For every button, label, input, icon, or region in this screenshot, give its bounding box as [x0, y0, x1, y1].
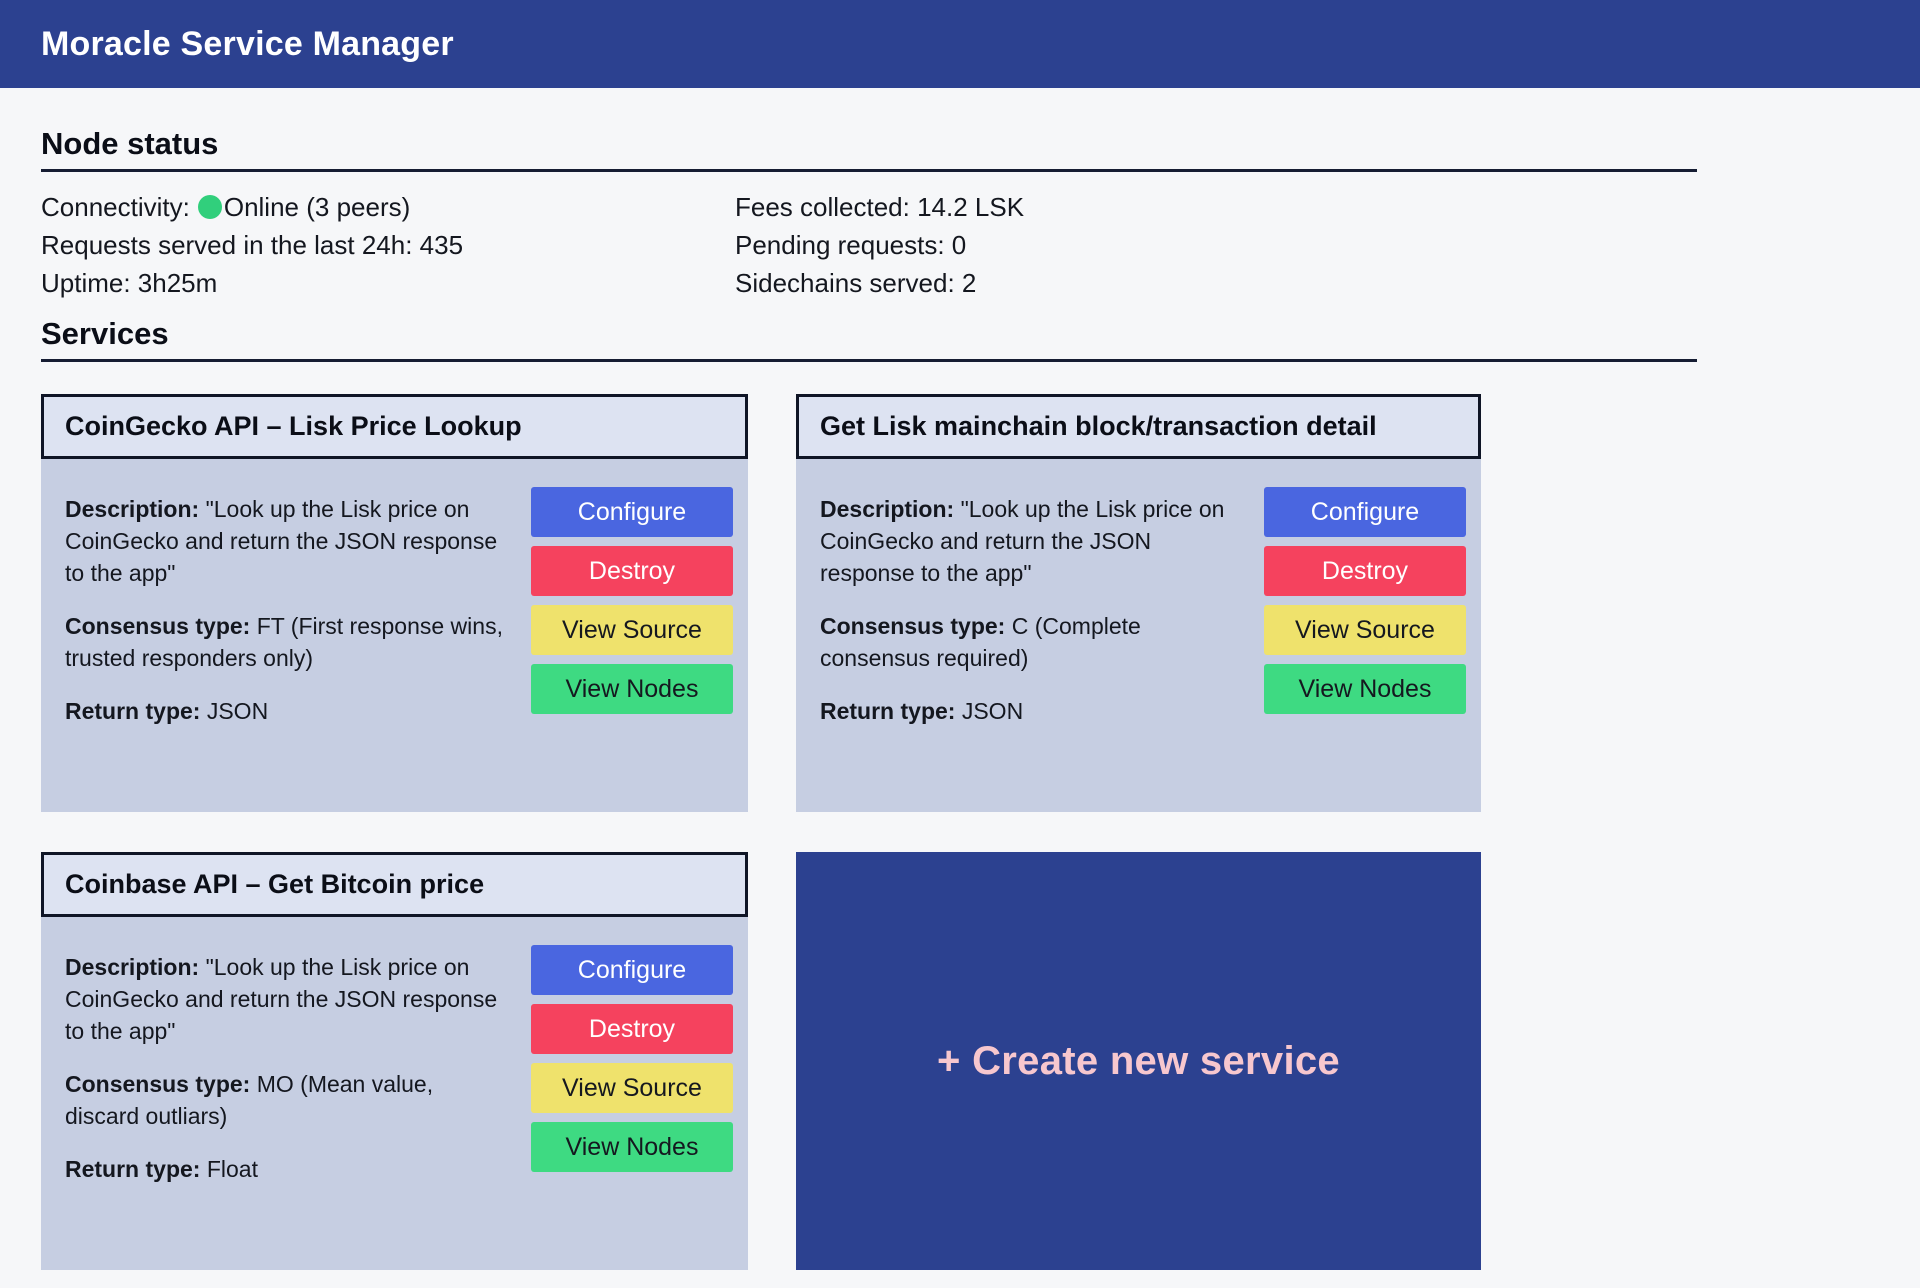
service-card-mainchain-block-detail: Get Lisk mainchain block/transaction det… — [796, 394, 1481, 812]
app-header: Moracle Service Manager — [0, 0, 1920, 88]
service-card-title-bar: Get Lisk mainchain block/transaction det… — [796, 394, 1481, 459]
node-status-panel: Connectivity: Online (3 peers) Requests s… — [41, 188, 1697, 302]
service-consensus: Consensus type: FT (First response wins,… — [65, 610, 507, 674]
service-card-coinbase-bitcoin-price: Coinbase API – Get Bitcoin price Descrip… — [41, 852, 748, 1270]
online-status-dot-icon — [197, 195, 222, 219]
consensus-value: C (Complete consensus required) — [820, 613, 1141, 671]
configure-button[interactable]: Configure — [531, 487, 733, 537]
node-status-right-column: Fees collected: 14.2 LSK Pending request… — [735, 188, 1697, 302]
service-card-title-bar: CoinGecko API – Lisk Price Lookup — [41, 394, 748, 459]
services-heading: Services — [41, 316, 1697, 362]
connectivity-value: Online (3 peers) — [223, 192, 411, 222]
view-nodes-button[interactable]: View Nodes — [1264, 664, 1466, 714]
view-nodes-button[interactable]: View Nodes — [531, 1122, 733, 1172]
service-title: Get Lisk mainchain block/transaction det… — [820, 411, 1377, 441]
return-value: JSON — [206, 698, 269, 724]
return-value: JSON — [961, 698, 1024, 724]
view-source-button[interactable]: View Source — [531, 1063, 733, 1113]
service-description: Description: "Look up the Lisk price on … — [65, 951, 507, 1047]
service-consensus: Consensus type: MO (Mean value, discard … — [65, 1068, 507, 1132]
connectivity-row: Connectivity: Online (3 peers) — [41, 188, 735, 226]
service-card-title-bar: Coinbase API – Get Bitcoin price — [41, 852, 748, 917]
destroy-button[interactable]: Destroy — [531, 546, 733, 596]
connectivity-label: Connectivity: — [41, 192, 190, 222]
create-service-card[interactable]: + Create new service — [796, 852, 1481, 1270]
return-value: Float — [206, 1156, 258, 1182]
consensus-label: Consensus type: — [65, 1071, 251, 1097]
view-nodes-button[interactable]: View Nodes — [531, 664, 733, 714]
destroy-button[interactable]: Destroy — [1264, 546, 1466, 596]
consensus-value: FT (First response wins, trusted respond… — [65, 613, 503, 671]
service-actions: Configure Destroy View Source View Nodes — [1264, 487, 1466, 812]
return-label: Return type: — [65, 1156, 201, 1182]
sidechains-served-row: Sidechains served: 2 — [735, 268, 977, 298]
description-value: "Look up the Lisk price on CoinGecko and… — [65, 496, 498, 586]
service-card-body: Description: "Look up the Lisk price on … — [796, 459, 1481, 812]
main-content: Node status Connectivity: Online (3 peers… — [41, 126, 1697, 1270]
service-actions: Configure Destroy View Source View Nodes — [531, 487, 733, 812]
service-consensus: Consensus type: C (Complete consensus re… — [820, 610, 1240, 674]
consensus-label: Consensus type: — [820, 613, 1006, 639]
description-label: Description: — [65, 496, 200, 522]
description-value: "Look up the Lisk price on CoinGecko and… — [65, 954, 498, 1044]
description-label: Description: — [65, 954, 200, 980]
service-details: Description: "Look up the Lisk price on … — [820, 487, 1240, 812]
node-status-heading: Node status — [41, 126, 1697, 172]
service-card-body: Description: "Look up the Lisk price on … — [41, 917, 748, 1270]
consensus-label: Consensus type: — [65, 613, 251, 639]
service-return-type: Return type: JSON — [820, 695, 1240, 727]
return-label: Return type: — [65, 698, 201, 724]
service-actions: Configure Destroy View Source View Nodes — [531, 945, 733, 1270]
view-source-button[interactable]: View Source — [531, 605, 733, 655]
fees-collected-row: Fees collected: 14.2 LSK — [735, 192, 1025, 222]
service-return-type: Return type: Float — [65, 1153, 507, 1185]
app-title: Moracle Service Manager — [41, 24, 454, 63]
description-label: Description: — [820, 496, 955, 522]
requests-served-row: Requests served in the last 24h: 435 — [41, 230, 464, 260]
configure-button[interactable]: Configure — [531, 945, 733, 995]
node-status-left-column: Connectivity: Online (3 peers) Requests s… — [41, 188, 735, 302]
return-label: Return type: — [820, 698, 956, 724]
service-description: Description: "Look up the Lisk price on … — [820, 493, 1240, 589]
configure-button[interactable]: Configure — [1264, 487, 1466, 537]
service-title: Coinbase API – Get Bitcoin price — [65, 869, 485, 899]
service-card-body: Description: "Look up the Lisk price on … — [41, 459, 748, 812]
service-details: Description: "Look up the Lisk price on … — [65, 945, 507, 1270]
description-value: "Look up the Lisk price on CoinGecko and… — [820, 496, 1225, 586]
consensus-value: MO (Mean value, discard outliars) — [65, 1071, 434, 1129]
service-return-type: Return type: JSON — [65, 695, 507, 727]
pending-requests-row: Pending requests: 0 — [735, 230, 967, 260]
service-title: CoinGecko API – Lisk Price Lookup — [65, 411, 522, 441]
destroy-button[interactable]: Destroy — [531, 1004, 733, 1054]
service-card-coingecko-lisk-price: CoinGecko API – Lisk Price Lookup Descri… — [41, 394, 748, 812]
view-source-button[interactable]: View Source — [1264, 605, 1466, 655]
services-grid: CoinGecko API – Lisk Price Lookup Descri… — [41, 394, 1697, 1270]
service-details: Description: "Look up the Lisk price on … — [65, 487, 507, 812]
service-description: Description: "Look up the Lisk price on … — [65, 493, 507, 589]
create-service-label: + Create new service — [937, 1038, 1340, 1083]
uptime-row: Uptime: 3h25m — [41, 268, 218, 298]
